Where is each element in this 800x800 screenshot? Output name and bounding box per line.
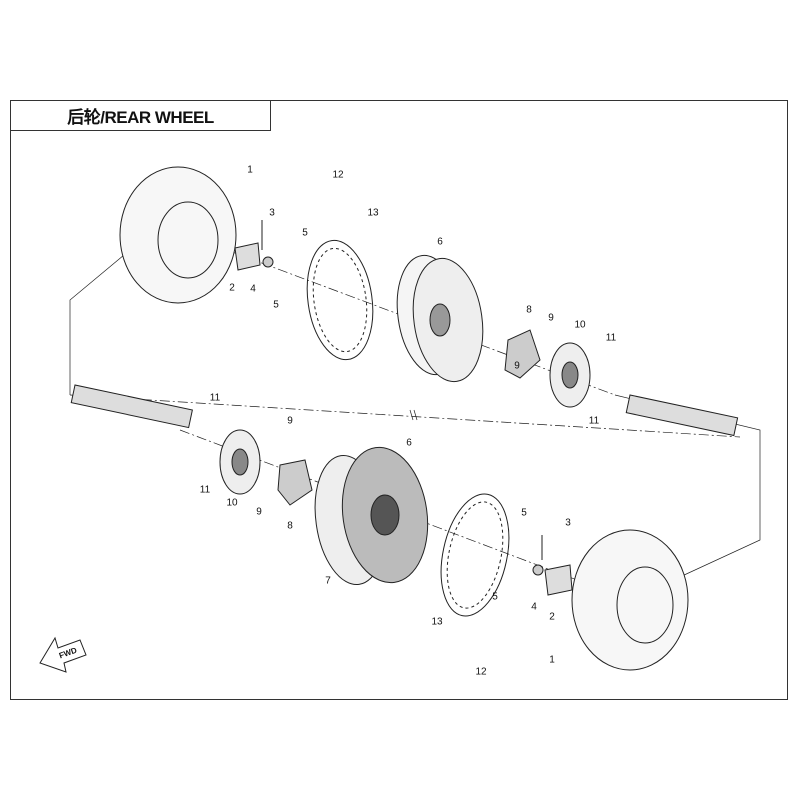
beadlock-ring-top <box>306 239 374 361</box>
callout-label: 5 <box>492 591 498 603</box>
fwd-arrow-icon <box>39 636 87 673</box>
callout-label: 10 <box>574 319 586 331</box>
callout-label: 6 <box>406 437 412 449</box>
callout-label: 1 <box>247 164 253 176</box>
callout-label: 12 <box>475 666 487 678</box>
diagram-frame <box>10 100 788 700</box>
driveshaft-right <box>625 394 739 437</box>
callout-label: 8 <box>287 520 293 532</box>
tire-top <box>119 166 237 304</box>
beadlock-ring-bottom <box>440 493 510 617</box>
hub-nut-top <box>234 220 274 271</box>
diagram-title: 后轮/REAR WHEEL <box>10 100 271 131</box>
callout-label: 9 <box>287 415 293 427</box>
callout-label: 3 <box>565 517 571 529</box>
callout-label: 6 <box>437 236 443 248</box>
callout-label: 3 <box>269 207 275 219</box>
callout-label: 2 <box>229 282 235 294</box>
callout-label: 11 <box>199 484 211 496</box>
callout-label: 11 <box>588 415 600 427</box>
callout-label: 4 <box>531 601 537 613</box>
callout-label: 1 <box>549 654 555 666</box>
brake-disc-top <box>549 342 591 408</box>
callout-label: 12 <box>332 169 344 181</box>
hub-bottom <box>277 459 313 506</box>
callout-label: 11 <box>209 392 221 404</box>
callout-label: 9 <box>548 312 554 324</box>
callout-label: 5 <box>521 507 527 519</box>
callout-label: 2 <box>549 611 555 623</box>
hub-nut-bottom <box>532 535 573 596</box>
callout-label: 13 <box>367 207 379 219</box>
callout-label: 10 <box>226 497 238 509</box>
brake-disc-bottom <box>219 429 261 495</box>
callout-label: 9 <box>514 360 520 372</box>
driveshaft-left <box>70 384 193 429</box>
callout-label: 8 <box>526 304 532 316</box>
callout-label: 7 <box>325 575 331 587</box>
callout-label: 9 <box>256 506 262 518</box>
tire-bottom <box>571 529 689 671</box>
callout-label: 4 <box>250 283 256 295</box>
callout-label: 5 <box>302 227 308 239</box>
callout-label: 5 <box>273 299 279 311</box>
rim-bottom <box>314 446 429 586</box>
callout-label: 13 <box>431 616 443 628</box>
hub-top <box>504 329 541 379</box>
callout-label: 11 <box>605 332 617 344</box>
rim-top <box>396 254 484 383</box>
